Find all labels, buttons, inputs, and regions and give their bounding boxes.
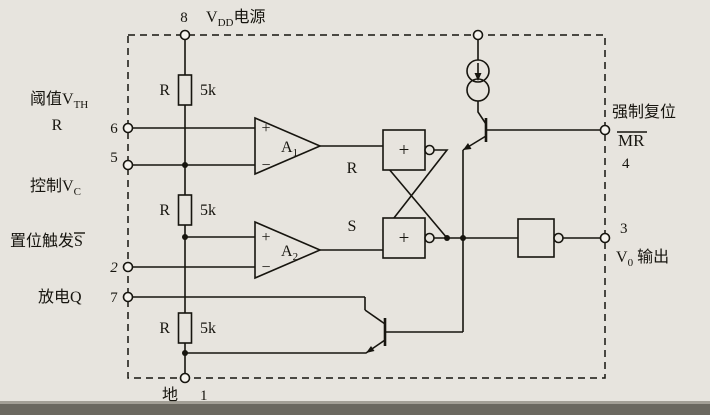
output-label-sub: 0 (628, 257, 634, 269)
comparator-a1-name: A (281, 139, 293, 156)
output-gate-bubble (553, 232, 564, 244)
threshold-r-label: R (52, 117, 63, 134)
set-trigger-label-s: S (74, 233, 83, 250)
vdd-label-sub: DD (218, 17, 234, 29)
pin-6-terminal (122, 122, 134, 134)
pin-3-number: 3 (620, 221, 628, 237)
nor-gate-r-symbol: + (399, 140, 410, 161)
wire-norS-feedback-cross (382, 161, 448, 239)
comparator-a2-minus: − (261, 259, 270, 276)
resistor-2-label: R (159, 202, 170, 219)
pin-1-terminal (179, 372, 191, 384)
pin-7-number: 7 (110, 290, 118, 306)
discharge-transistor-emitter-arrow (366, 346, 375, 353)
junction-dot-output-node (460, 235, 466, 241)
pin-1-number: 1 (200, 388, 208, 404)
pin-5-number: 5 (110, 150, 118, 166)
comparator-a1-minus: − (261, 157, 270, 174)
comparator-a2-plus: + (261, 229, 270, 246)
pin-5-terminal (122, 159, 134, 171)
nor-gate-s-symbol: + (399, 228, 410, 249)
wire-cs-to-collector (477, 101, 487, 125)
nor-gate-r-bubble (424, 144, 435, 156)
pin-7-terminal (122, 291, 134, 303)
scan-shadow-bottom (0, 404, 710, 415)
pin-4-number: 4 (622, 156, 630, 172)
threshold-label-text: 阈值V (30, 90, 74, 108)
discharge-label: 放电Q (38, 288, 82, 306)
pin-6-number: 6 (110, 121, 118, 137)
discharge-transistor (366, 318, 387, 353)
mr-label: MR (618, 131, 645, 150)
output-label-rest: 输出 (637, 248, 669, 266)
resistor-3-value: 5k (200, 320, 216, 337)
current-source-symbol (466, 59, 490, 102)
control-label: 控制VC (30, 177, 81, 198)
pin-8-terminal (179, 29, 191, 41)
ic-boundary-dashed-box (127, 34, 606, 379)
current-source-circle-top (466, 59, 490, 83)
vdd-label-v: V (206, 9, 218, 26)
threshold-label-sub: TH (74, 99, 89, 111)
ground-label: 地 (162, 386, 178, 404)
vdd-label: VDD电源 (206, 8, 265, 29)
control-label-sub: C (74, 186, 81, 198)
wire-pin7-discharge (132, 296, 366, 310)
pin-2-number: 2 (110, 260, 118, 276)
scan-shadow-fade (0, 401, 710, 404)
resistor-1-label: R (159, 82, 170, 99)
current-source-arrow-head (474, 73, 482, 81)
wire-norR-out-cross (382, 149, 449, 233)
wire-discharge-emitter (185, 339, 386, 354)
nor-gate-s-body (382, 217, 426, 259)
resistor-3-body (177, 312, 193, 344)
comparator-a2-sub: 2 (293, 251, 299, 263)
junction-dot-feedback-node (444, 235, 450, 241)
threshold-label: 阈值VTH (30, 90, 88, 111)
comparator-a2-body (254, 220, 323, 280)
junction-dot-control-node (182, 162, 188, 168)
flipflop-s-label: S (348, 218, 357, 235)
flipflop-r-label: R (347, 160, 358, 177)
vdd-label-rest: 电源 (233, 8, 265, 26)
pin-3-terminal (599, 232, 611, 244)
comparator-a1-label: A1 (281, 139, 298, 159)
set-trigger-label: 置位触发S (10, 232, 83, 250)
junction-dot-emitter-node (182, 350, 188, 356)
resistor-2-body (177, 194, 193, 226)
output-gate-body (517, 218, 555, 258)
resistor-2-value: 5k (200, 202, 216, 219)
force-reset-label: 强制复位 (612, 103, 676, 121)
nor-gate-s-bubble (424, 232, 435, 244)
comparator-a1-body (254, 116, 323, 176)
reset-transistor (463, 118, 488, 150)
reset-transistor-emitter-arrow (463, 143, 472, 150)
resistor-3-label: R (159, 320, 170, 337)
set-trigger-label-text: 置位触发 (10, 232, 74, 250)
resistor-1-body (177, 74, 193, 106)
pin-4-terminal (599, 124, 611, 136)
comparator-a2-label: A2 (281, 243, 298, 263)
vdd-branch-terminal (472, 29, 484, 41)
comparator-a2-name: A (281, 243, 293, 260)
junction-dot-trigger-node (182, 234, 188, 240)
pin-8-number: 8 (180, 10, 188, 26)
comparator-a1-sub: 1 (293, 147, 299, 159)
comparator-a1-plus: + (261, 120, 270, 137)
resistor-1-value: 5k (200, 82, 216, 99)
pin-2-terminal (122, 261, 134, 273)
output-label-v: V (616, 249, 628, 266)
control-label-text: 控制V (30, 177, 74, 195)
wire-discharge-collector (364, 309, 386, 325)
